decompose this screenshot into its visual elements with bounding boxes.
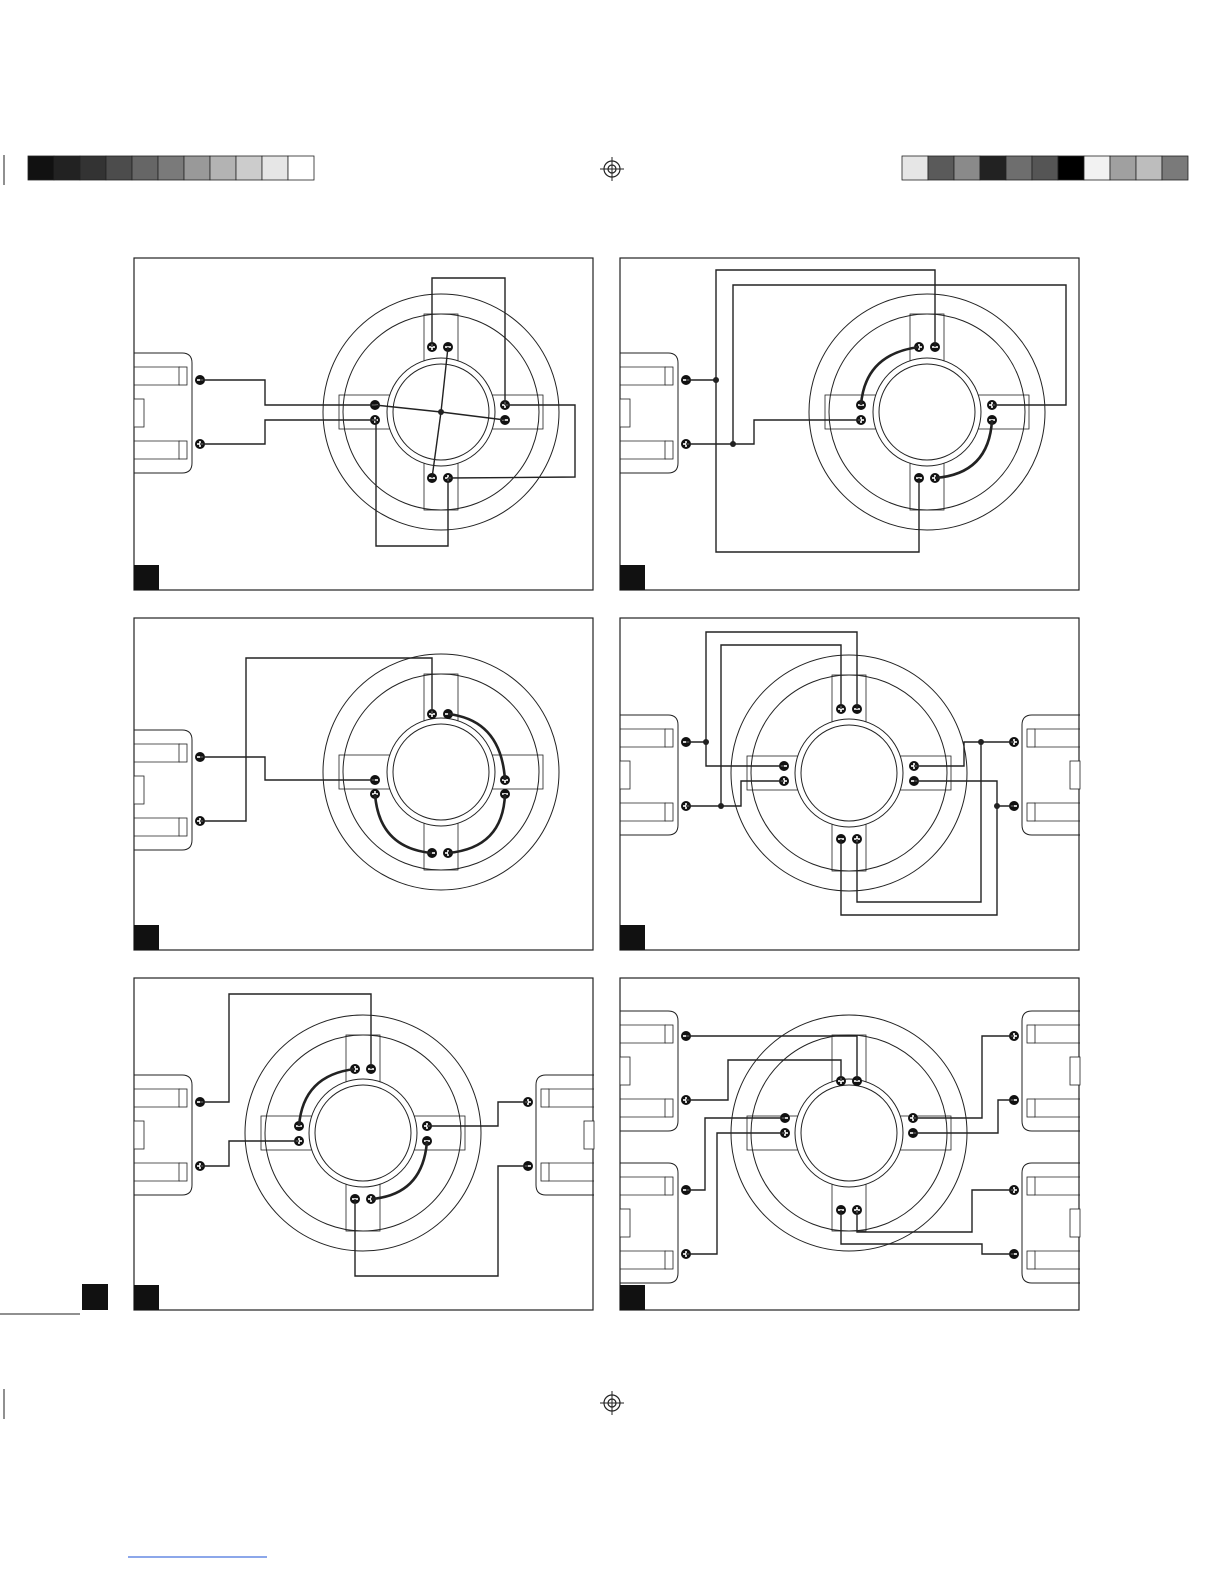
panel-number-marker [620,1285,645,1310]
registration-mark-bottom [600,1391,624,1415]
wiring-diagram-2 [620,258,1079,590]
panel-number-marker [134,1285,159,1310]
wiring-diagram-5 [134,978,594,1310]
color-swatch [1136,156,1162,180]
color-swatch [262,156,288,180]
color-swatch [980,156,1006,180]
color-swatch [28,156,54,180]
color-swatch [1084,156,1110,180]
wiring-diagram-3 [134,618,593,950]
panel-number-marker [134,925,159,950]
page-tab-marker [82,1284,108,1310]
crop-marks [0,155,80,1419]
panel-number-marker [620,565,645,590]
color-swatch [54,156,80,180]
color-swatch [1162,156,1188,180]
color-bar-left [28,156,314,180]
color-swatch [1032,156,1058,180]
wiring-diagram-panels [134,258,1080,1310]
panel-number-marker [620,925,645,950]
color-swatch [288,156,314,180]
color-swatch [80,156,106,180]
wiring-diagram-1 [134,258,593,590]
color-swatch [1058,156,1084,180]
color-bar-right [902,156,1188,180]
wire-junction [438,409,444,415]
color-swatch [1110,156,1136,180]
color-swatch [184,156,210,180]
color-swatch [928,156,954,180]
color-swatch [1006,156,1032,180]
color-swatch [954,156,980,180]
registration-mark-top [600,157,624,181]
panel-number-marker [134,565,159,590]
color-swatch [210,156,236,180]
color-swatch [236,156,262,180]
wiring-diagram-4 [620,618,1080,950]
color-swatch [902,156,928,180]
wiring-diagram-6 [620,978,1080,1310]
color-swatch [106,156,132,180]
color-swatch [158,156,184,180]
color-swatch [132,156,158,180]
